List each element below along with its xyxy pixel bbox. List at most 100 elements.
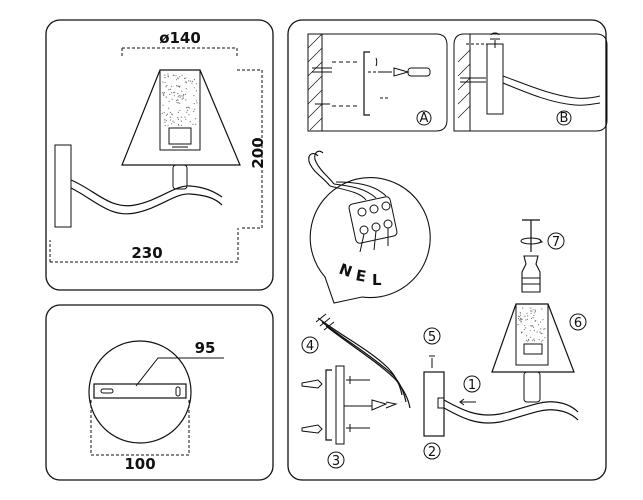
shade-speckle xyxy=(170,119,172,121)
shade-speckle xyxy=(517,315,520,317)
shade-speckle xyxy=(530,336,532,338)
shade-speckle xyxy=(163,112,165,114)
inset-a-frame xyxy=(307,33,448,132)
step-1-arm-insert xyxy=(443,375,579,424)
arm-b-upper xyxy=(502,75,601,99)
shade-speckle xyxy=(177,102,179,104)
step-7-bulb xyxy=(520,219,565,293)
screwdriver-handle xyxy=(407,67,431,77)
shade-speckle xyxy=(165,86,167,88)
shade-speckle xyxy=(169,88,171,90)
shade-speckle xyxy=(522,307,524,309)
shade-speckle xyxy=(168,100,170,102)
shade-speckle xyxy=(539,321,542,323)
shade-speckle xyxy=(533,314,535,316)
shade-speckle xyxy=(532,325,534,327)
shade-speckle xyxy=(175,79,178,81)
screwdriver-tip xyxy=(393,67,410,77)
lampshade-texture xyxy=(161,73,198,127)
shade-speckle xyxy=(168,107,170,109)
rotate-arrow-7 xyxy=(537,238,543,244)
terminal-screw-n xyxy=(357,207,367,217)
shade-speckle xyxy=(176,85,178,87)
callout-5-label: 5 xyxy=(428,330,436,345)
shade-speckle xyxy=(535,320,537,322)
wall-hatch-a xyxy=(307,33,323,131)
shade-speckle xyxy=(180,116,182,118)
lamp-holder-7 xyxy=(521,255,541,293)
shade-speckle xyxy=(533,340,536,342)
wire-bundle-c xyxy=(325,325,411,409)
terminal-screw-e xyxy=(369,204,379,214)
shade-speckle xyxy=(167,124,169,126)
shade-speckle xyxy=(186,109,189,111)
callout-4-label: 4 xyxy=(306,339,314,354)
shade-speckle xyxy=(520,318,522,320)
shade-speckle xyxy=(164,119,166,121)
bracket-profile xyxy=(363,51,370,116)
shade-speckle xyxy=(179,102,181,104)
wire-bundle-a xyxy=(317,317,403,396)
shade-speckle xyxy=(188,80,190,82)
shade-speckle xyxy=(185,77,187,79)
height-label: 200 xyxy=(249,137,267,168)
shade-speckle xyxy=(178,95,180,97)
shade-speckle xyxy=(185,107,188,109)
shade-speckle xyxy=(165,96,167,98)
shade-speckle xyxy=(517,317,520,320)
callout-1-circle xyxy=(463,375,481,393)
shade-speckle xyxy=(164,124,166,127)
shade-speckle xyxy=(177,93,179,95)
terminal-screw-l2 xyxy=(383,219,393,229)
shade-speckle xyxy=(162,104,164,106)
shade-speckle xyxy=(166,85,168,87)
wire-ends xyxy=(315,313,335,331)
shade-speckle xyxy=(178,124,180,127)
step-2-wall-box xyxy=(423,327,445,460)
shade-speckle xyxy=(177,77,179,79)
shade-speckle xyxy=(179,96,181,98)
shade-speckle xyxy=(533,338,535,340)
shade-speckle xyxy=(519,319,522,321)
wire-e xyxy=(333,183,377,199)
shade-speckle xyxy=(525,327,527,329)
wiring-magnifier xyxy=(308,150,431,304)
terminal-screw-e2 xyxy=(371,222,381,232)
shade-speckle xyxy=(534,312,536,314)
shade-speckle xyxy=(185,81,187,83)
callout-b-label: B xyxy=(560,111,569,126)
shade-speckle xyxy=(527,315,529,317)
callout-b-circle xyxy=(556,110,572,126)
shade-speckle xyxy=(173,95,175,97)
diameter-label: ø140 xyxy=(159,29,201,47)
diameter-dim-line xyxy=(121,47,238,58)
finial-rod xyxy=(522,219,540,252)
screw-bottom xyxy=(346,424,370,432)
step-6-shade xyxy=(491,303,587,403)
panel-dimensions-plate xyxy=(45,304,274,481)
callout-6-label: 6 xyxy=(574,316,582,331)
shade-speckle xyxy=(164,74,166,76)
shade-speckle xyxy=(195,83,197,85)
shade-speckle xyxy=(174,91,176,93)
shade-speckle xyxy=(184,93,187,95)
shade-speckle xyxy=(193,95,195,97)
shade-speckle xyxy=(163,92,165,94)
shade-speckle xyxy=(530,312,532,314)
shade-speckle xyxy=(170,85,173,87)
shade-speckle xyxy=(193,110,195,113)
wall-box-port xyxy=(437,397,445,409)
wall-hatch-b xyxy=(457,49,471,119)
terminal-screw-n2 xyxy=(359,225,369,235)
shade-speckle xyxy=(165,114,168,116)
panel-installation xyxy=(287,19,607,481)
callout-a-circle xyxy=(416,110,432,126)
screw-top xyxy=(346,376,370,384)
cable-in-outer xyxy=(314,150,335,185)
shade-speckle xyxy=(184,116,186,118)
screwdriver-3 xyxy=(371,399,398,411)
step-a-drill-wall xyxy=(307,33,448,132)
shade-speckle xyxy=(541,341,543,343)
shade-speckle xyxy=(188,114,190,116)
shade-speckle xyxy=(524,315,526,317)
